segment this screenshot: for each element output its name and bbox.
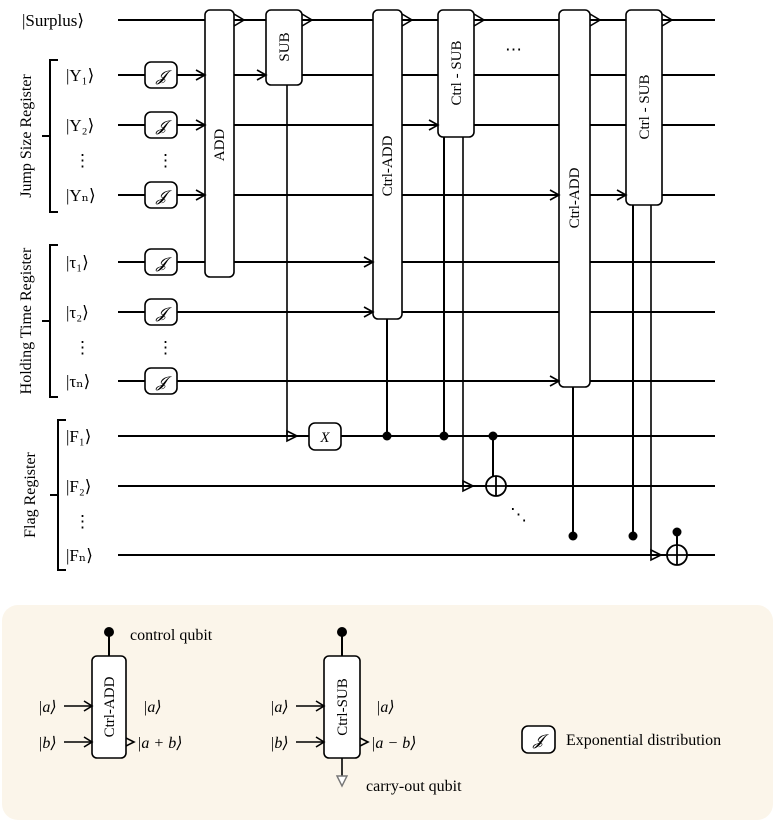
svg-text:|a − b⟩: |a − b⟩ bbox=[371, 735, 416, 752]
ctrl-sub-gate-2: Ctrl - SUB bbox=[625, 9, 674, 206]
svg-text:Ctrl - SUB: Ctrl - SUB bbox=[637, 74, 653, 139]
legend-background bbox=[2, 605, 773, 820]
svg-text:ADD: ADD bbox=[212, 129, 228, 162]
svg-text:SUB: SUB bbox=[277, 32, 293, 61]
legend-panel: control qubit Ctrl-ADD |a⟩ |b⟩ |a⟩ |a + … bbox=[2, 605, 773, 820]
bracket-jump bbox=[49, 59, 58, 213]
legend-exponential-label: Exponential distribution bbox=[566, 732, 721, 749]
vdots-j-y: ⋮ bbox=[157, 151, 174, 170]
ket-t2: |τ₂⟩ bbox=[66, 303, 89, 322]
register-brackets: Jump Size Register Holding Time Register… bbox=[18, 59, 66, 571]
register-label-holding: Holding Time Register bbox=[18, 247, 35, 394]
legend-carry-out-label: carry-out qubit bbox=[366, 778, 462, 795]
j-gate-t2: 𝓙 bbox=[144, 298, 178, 326]
svg-text:|a⟩: |a⟩ bbox=[270, 699, 289, 716]
svg-text:Ctrl-ADD: Ctrl-ADD bbox=[380, 135, 396, 196]
cnot-target-2 bbox=[666, 544, 688, 566]
ddots: ⋱ bbox=[510, 505, 527, 524]
vdots-f: ⋮ bbox=[74, 512, 91, 531]
j-gate-y1: 𝓙 bbox=[144, 61, 178, 89]
register-label-jump: Jump Size Register bbox=[18, 74, 35, 198]
control-dot-cnot-2 bbox=[672, 527, 682, 537]
control-dot-cnot-1 bbox=[488, 431, 498, 441]
bracket-flag bbox=[57, 419, 66, 571]
vdots-y: ⋮ bbox=[74, 151, 91, 170]
ctrl-add-gate-1: Ctrl-ADD bbox=[372, 9, 414, 320]
ctrl-add-gate-2: Ctrl-ADD bbox=[558, 9, 602, 388]
ket-y2: |Y₂⟩ bbox=[66, 116, 94, 135]
control-dot-ctrl-sub-2 bbox=[628, 531, 638, 541]
svg-text:Ctrl-ADD: Ctrl-ADD bbox=[567, 167, 583, 228]
svg-text:|b⟩: |b⟩ bbox=[270, 735, 289, 752]
svg-text:|b⟩: |b⟩ bbox=[38, 735, 57, 752]
legend-control-qubit-label: control qubit bbox=[130, 627, 213, 644]
sub-gate: SUB bbox=[265, 9, 314, 86]
svg-text:Ctrl-SUB: Ctrl-SUB bbox=[335, 678, 351, 736]
ket-y1: |Y₁⟩ bbox=[66, 66, 94, 85]
ket-f1: |F₁⟩ bbox=[66, 427, 91, 446]
vdots-j-t: ⋮ bbox=[157, 338, 174, 357]
ket-labels: |Surplus⟩ |Y₁⟩ |Y₂⟩ ⋮ |Yₙ⟩ |τ₁⟩ |τ₂⟩ ⋮ |… bbox=[22, 11, 96, 565]
ctrl-sub-gate-1: Ctrl - SUB bbox=[437, 9, 486, 138]
j-gate-t1: 𝓙 bbox=[144, 248, 178, 276]
svg-text:X: X bbox=[319, 430, 330, 446]
svg-text:|a + b⟩: |a + b⟩ bbox=[137, 735, 182, 752]
x-gate: X bbox=[308, 422, 342, 451]
j-gates: 𝓙 𝓙 ⋮ 𝓙 𝓙 𝓙 ⋮ 𝓙 bbox=[144, 61, 178, 395]
bracket-holding bbox=[49, 244, 58, 398]
add-gate: ADD bbox=[204, 9, 246, 278]
ket-surplus: |Surplus⟩ bbox=[22, 11, 84, 30]
svg-text:|a⟩: |a⟩ bbox=[38, 699, 57, 716]
ket-yn: |Yₙ⟩ bbox=[66, 186, 96, 205]
ket-fn: |Fₙ⟩ bbox=[66, 546, 93, 565]
vdots-t: ⋮ bbox=[74, 338, 91, 357]
svg-text:|a⟩: |a⟩ bbox=[376, 699, 395, 716]
svg-text:Ctrl-ADD: Ctrl-ADD bbox=[102, 676, 118, 737]
control-dot-ctrl-add-2 bbox=[568, 531, 578, 541]
cnot-target-1 bbox=[485, 475, 507, 497]
legend-ctrl-add: control qubit Ctrl-ADD |a⟩ |b⟩ |a⟩ |a + … bbox=[38, 627, 213, 759]
svg-text:Ctrl - SUB: Ctrl - SUB bbox=[449, 40, 465, 105]
svg-text:|a⟩: |a⟩ bbox=[143, 699, 162, 716]
ket-f2: |F₂⟩ bbox=[66, 477, 91, 496]
ket-tn: |τₙ⟩ bbox=[66, 372, 90, 391]
hdots: ⋯ bbox=[505, 40, 522, 59]
control-dot-ctrl-sub-1 bbox=[439, 431, 449, 441]
j-gate-tn: 𝓙 bbox=[144, 367, 178, 395]
register-label-flag: Flag Register bbox=[22, 451, 39, 537]
control-dot-ctrl-add-1 bbox=[382, 431, 392, 441]
legend-exponential: 𝓙 Exponential distribution bbox=[521, 725, 721, 754]
legend-ctrl-sub: Ctrl-SUB |a⟩ |b⟩ |a⟩ |a − b⟩ carry-out q… bbox=[270, 627, 462, 795]
j-gate-yn: 𝓙 bbox=[144, 181, 178, 209]
j-gate-y2: 𝓙 bbox=[144, 111, 178, 139]
ket-t1: |τ₁⟩ bbox=[66, 253, 89, 272]
